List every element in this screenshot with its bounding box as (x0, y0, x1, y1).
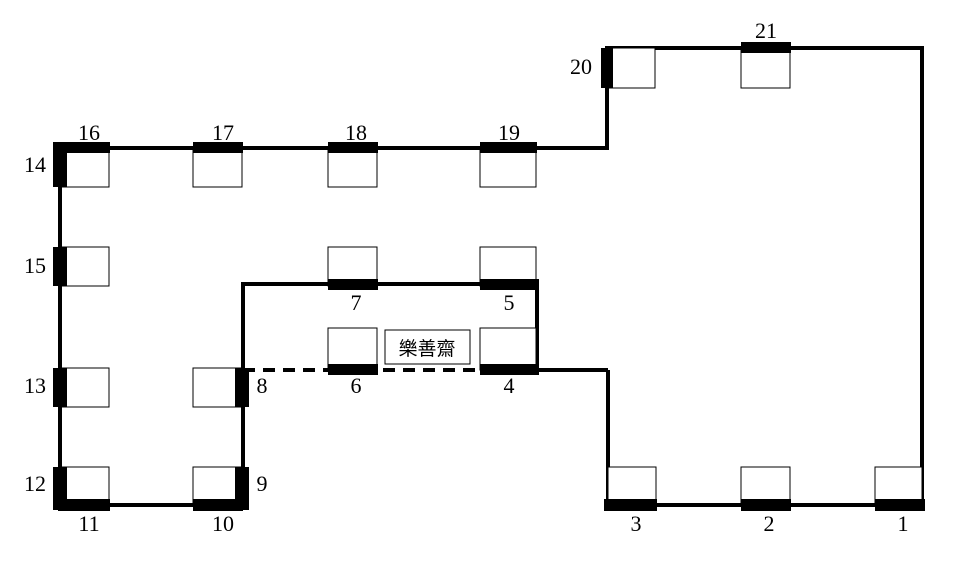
marker-20 (601, 48, 613, 88)
marker-8 (235, 368, 249, 407)
station-box-15 (59, 246, 110, 287)
label-6: 6 (351, 373, 362, 398)
label-9: 9 (257, 471, 268, 496)
label-3: 3 (631, 511, 642, 536)
marker-13 (53, 368, 67, 407)
station-box-21 (740, 47, 791, 89)
marker-11 (58, 499, 110, 511)
label-4: 4 (504, 373, 515, 398)
station-box-8 (192, 367, 243, 408)
station-box-19 (479, 147, 537, 188)
label-11: 11 (78, 511, 99, 536)
label-18: 18 (345, 120, 367, 145)
label-8: 8 (257, 373, 268, 398)
marker-16 (55, 142, 110, 153)
marker-7 (328, 279, 378, 290)
station-box-13 (59, 367, 110, 408)
marker-6 (328, 364, 378, 375)
marker-2 (741, 499, 791, 511)
station-box-17 (192, 147, 243, 188)
marker-17 (193, 142, 243, 153)
marker-18 (328, 142, 378, 153)
station-box-2 (740, 466, 791, 506)
station-labels: 21 20 16 17 18 19 14 15 7 5 13 8 6 4 12 … (24, 18, 909, 536)
label-16: 16 (78, 120, 100, 145)
hall-label-box (384, 329, 471, 365)
marker-19 (480, 142, 537, 153)
label-21: 21 (755, 18, 777, 43)
station-box-20 (606, 47, 656, 89)
label-14: 14 (24, 152, 46, 177)
label-17: 17 (212, 120, 234, 145)
label-20: 20 (570, 54, 592, 79)
marker-10 (193, 499, 243, 511)
label-1: 1 (898, 511, 909, 536)
station-box-6 (327, 327, 378, 371)
marker-1 (875, 499, 925, 511)
label-10: 10 (212, 511, 234, 536)
marker-9 (235, 467, 249, 510)
label-5: 5 (504, 290, 515, 315)
label-13: 13 (24, 373, 46, 398)
station-box-16 (59, 147, 110, 188)
marker-5 (480, 279, 539, 290)
hall-label: 樂善齋 (398, 338, 455, 360)
station-box-1 (874, 466, 923, 506)
station-box-12 (59, 466, 110, 506)
marker-3 (604, 499, 657, 511)
marker-15 (53, 247, 67, 286)
station-markers (53, 42, 925, 511)
marker-14 (53, 142, 67, 187)
label-7: 7 (351, 290, 362, 315)
station-box-10 (192, 466, 243, 506)
label-12: 12 (24, 471, 46, 496)
label-15: 15 (24, 253, 46, 278)
label-2: 2 (764, 511, 775, 536)
marker-4 (480, 364, 539, 375)
station-box-4 (479, 327, 537, 371)
station-box-3 (607, 466, 657, 506)
station-box-18 (327, 147, 378, 188)
marker-21 (741, 42, 791, 53)
label-19: 19 (498, 120, 520, 145)
